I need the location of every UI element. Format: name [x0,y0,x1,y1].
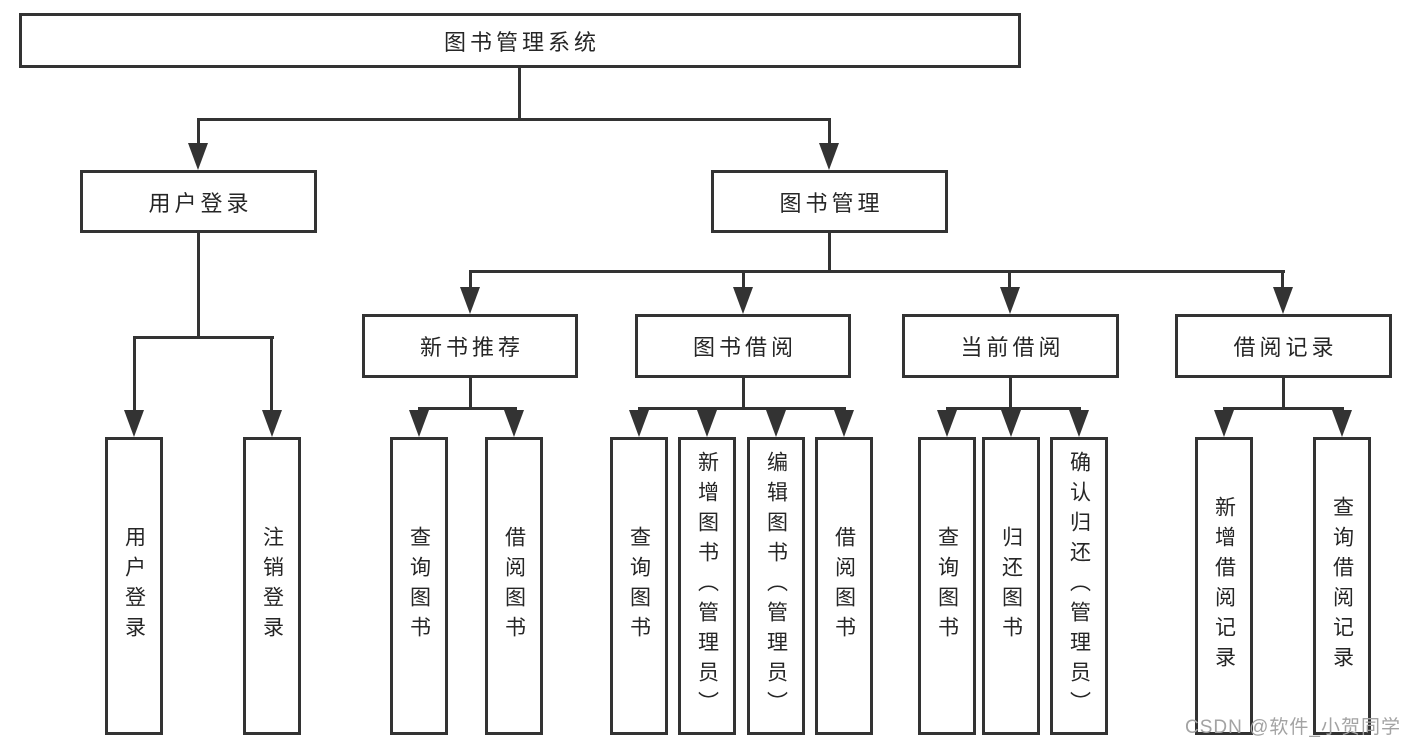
connector-borrowrecord-bus [1223,407,1344,410]
leaf-query-books-current: 查询图书 [918,437,976,735]
connector-newbook-bus [418,407,517,410]
leaf-label: 归还图书 [999,526,1023,646]
leaf-label: 借阅图书 [832,526,856,646]
node-current-borrow: 当前借阅 [902,314,1119,378]
connector-root-drop-left [197,118,200,146]
node-label: 图书管理 [779,190,884,216]
leaf-query-books-newbook: 查询图书 [390,437,448,735]
arrow-down-icon [733,287,753,314]
leaf-borrow-books-newbook: 借阅图书 [485,437,543,735]
connector-root-bus [197,118,831,121]
connector-bookborrow-stub [742,378,745,409]
node-label: 新书推荐 [419,335,524,360]
leaf-label: 确认归还（管理员） [1067,451,1091,721]
connector-root-trunk [518,68,521,120]
connector-userlogin-drop-1 [133,336,136,412]
connector-userlogin-bus [133,336,274,339]
leaf-user-login: 用户登录 [105,437,163,735]
node-label: 图书管理系统 [443,29,600,55]
leaf-return-book: 归还图书 [982,437,1040,735]
node-borrow-records: 借阅记录 [1175,314,1392,378]
connector-bookmgmt-drop-4 [1281,272,1284,289]
arrow-down-icon [1214,410,1234,437]
leaf-confirm-return-admin: 确认归还（管理员） [1050,437,1108,735]
connector-newbook-stub [469,378,472,409]
arrow-down-icon [629,410,649,437]
leaf-label: 查询图书 [627,526,651,646]
leaf-label: 用户登录 [122,526,146,646]
node-book-management: 图书管理 [711,170,948,233]
leaf-add-book-admin: 新增图书（管理员） [678,437,736,735]
connector-bookmgmt-drop-3 [1008,272,1011,289]
node-new-book-recommend: 新书推荐 [362,314,578,378]
arrow-down-icon [1332,410,1352,437]
leaf-label: 新增借阅记录 [1212,496,1236,676]
node-book-borrow: 图书借阅 [635,314,851,378]
arrow-down-icon [1000,287,1020,314]
node-label: 当前借阅 [960,335,1065,360]
leaf-label: 新增图书（管理员） [695,451,719,721]
connector-bookmgmt-stub [828,233,831,272]
node-label: 借阅记录 [1233,335,1338,360]
leaf-query-borrow-record: 查询借阅记录 [1313,437,1371,735]
arrow-down-icon [262,410,282,437]
node-label: 用户登录 [148,190,253,216]
leaf-edit-book-admin: 编辑图书（管理员） [747,437,805,735]
leaf-label: 借阅图书 [502,526,526,646]
leaf-label: 查询图书 [935,526,959,646]
connector-bookborrow-bus [638,407,846,410]
leaf-label: 查询图书 [407,526,431,646]
arrow-down-icon [937,410,957,437]
connector-bookmgmt-drop-1 [469,272,472,289]
leaf-logout: 注销登录 [243,437,301,735]
arrow-down-icon [766,410,786,437]
connector-userlogin-drop-2 [270,336,273,412]
connector-currentborrow-bus [946,407,1081,410]
arrow-down-icon [1001,410,1021,437]
arrow-down-icon [124,410,144,437]
node-root-library-management-system: 图书管理系统 [19,13,1021,68]
arrow-down-icon [188,143,208,170]
arrow-down-icon [697,410,717,437]
connector-currentborrow-stub [1009,378,1012,409]
arrow-down-icon [460,287,480,314]
connector-userlogin-stub [197,233,200,338]
arrow-down-icon [409,410,429,437]
arrow-down-icon [1273,287,1293,314]
connector-bookmgmt-bus [469,270,1285,273]
leaf-borrow-books-borrow: 借阅图书 [815,437,873,735]
leaf-label: 注销登录 [260,526,284,646]
node-user-login: 用户登录 [80,170,317,233]
arrow-down-icon [834,410,854,437]
arrow-down-icon [1069,410,1089,437]
connector-borrowrecord-stub [1282,378,1285,409]
leaf-label: 编辑图书（管理员） [764,451,788,721]
arrow-down-icon [504,410,524,437]
arrow-down-icon [819,143,839,170]
leaf-query-books-borrow: 查询图书 [610,437,668,735]
node-label: 图书借阅 [692,335,797,360]
connector-bookmgmt-drop-2 [742,272,745,289]
connector-root-drop-right [828,118,831,146]
leaf-add-borrow-record: 新增借阅记录 [1195,437,1253,735]
csdn-watermark: CSDN @软件_小贺同学 [1185,717,1401,738]
leaf-label: 查询借阅记录 [1330,496,1354,676]
